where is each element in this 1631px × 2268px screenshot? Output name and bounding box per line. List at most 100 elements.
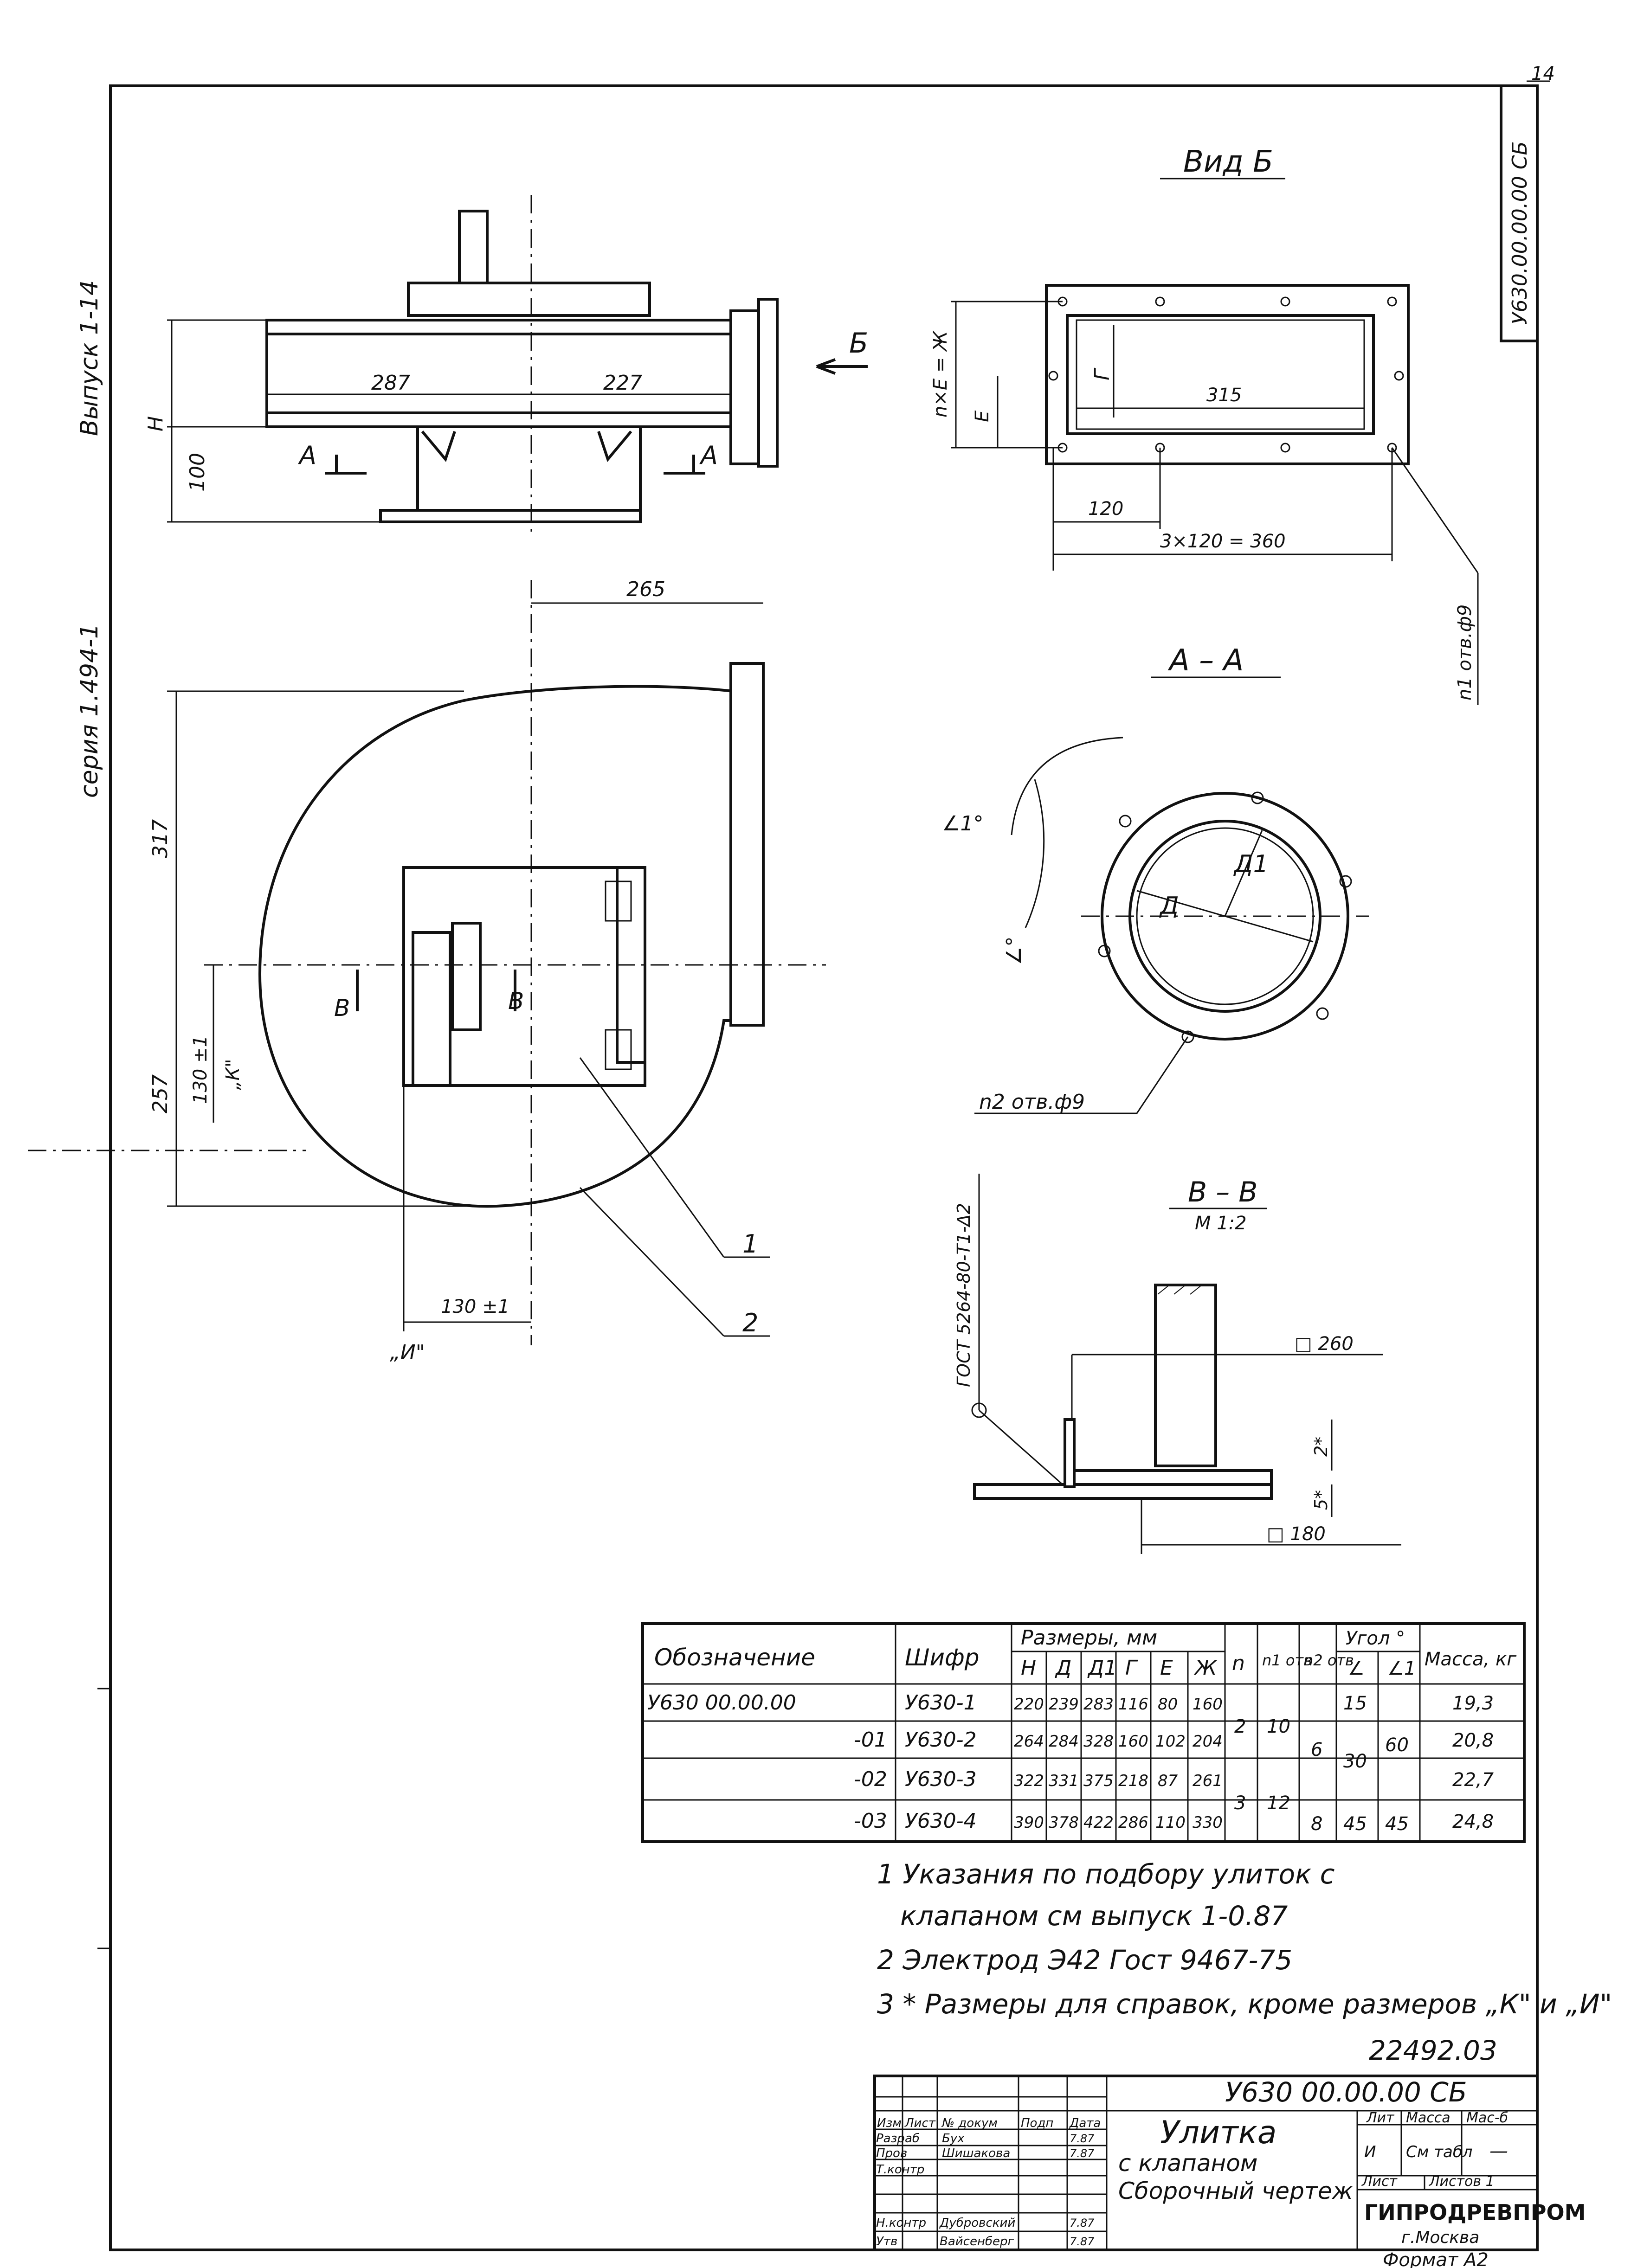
main-view: 265 317 257 130 ±1 „К" 130 ±1 „И" В В 1 …	[28, 578, 826, 1364]
n1-b: 12	[1267, 1793, 1290, 1814]
mass-label: Масса	[1406, 2110, 1450, 2126]
role-list: Лист	[904, 2116, 936, 2130]
dim-100: 100	[186, 453, 209, 492]
dim-227: 227	[603, 371, 642, 395]
svg-text:У630-4: У630-4	[905, 1809, 977, 1833]
svg-text:116: 116	[1118, 1695, 1148, 1714]
th-a: ∠	[1348, 1658, 1365, 1679]
org-name: ГИПРОДРЕВПРОМ	[1364, 2200, 1586, 2225]
svg-text:286: 286	[1118, 1813, 1148, 1832]
doc-number: 22492.03	[1369, 2035, 1497, 2066]
svg-text:87: 87	[1158, 1772, 1178, 1790]
note-3: 3 * Размеры для справок, кроме размеров …	[877, 1988, 1612, 2020]
svg-text:160: 160	[1193, 1695, 1223, 1714]
title-code: У630 00.00.00 СБ	[1225, 2076, 1467, 2108]
svg-text:422: 422	[1083, 1813, 1114, 1832]
dim-317: 317	[148, 819, 172, 858]
weld-gost: ГОСТ 5264-80-Т1-Δ2	[954, 1203, 974, 1387]
svg-text:264: 264	[1014, 1732, 1044, 1751]
th-angle: Угол °	[1346, 1628, 1405, 1649]
title-block: У630 00.00.00 СБ Улитка с клапаном Сборо…	[873, 2075, 1586, 2251]
page-number: 14	[1531, 63, 1555, 84]
holes-n1: n1 отв.ф9	[1454, 604, 1476, 700]
scale-label: Мас-б	[1466, 2110, 1508, 2126]
th-designation: Обозначение	[654, 1644, 815, 1671]
person-date: 7.87	[1070, 2147, 1095, 2160]
person-name: Бух	[942, 2132, 965, 2146]
dim-2: 2*	[1311, 1437, 1331, 1457]
svg-text:160: 160	[1118, 1732, 1148, 1751]
dim-360: 3×120 = 360	[1160, 531, 1286, 552]
section-bb-title: В – В	[1188, 1176, 1257, 1208]
person-date: 7.87	[1070, 2217, 1095, 2229]
angle-2: 30	[1343, 1751, 1367, 1772]
th-a1: ∠1	[1387, 1658, 1416, 1679]
th-n1: n1 отв	[1262, 1651, 1312, 1669]
view-b-title: Вид Б	[1183, 145, 1273, 179]
drawing-frame	[109, 84, 1539, 2251]
holes-n2: n2 отв.ф9	[979, 1090, 1085, 1114]
svg-text:284: 284	[1049, 1732, 1079, 1751]
svg-text:283: 283	[1083, 1695, 1114, 1714]
dim-265: 265	[626, 578, 665, 601]
n1-a: 10	[1267, 1716, 1290, 1737]
svg-text:239: 239	[1049, 1695, 1079, 1714]
th-g: Г	[1125, 1656, 1138, 1680]
scale-value: —	[1489, 2140, 1508, 2162]
svg-text:322: 322	[1014, 1772, 1044, 1790]
angle-alpha1: ∠1°	[942, 812, 983, 835]
person-date: 7.87	[1070, 2132, 1095, 2145]
note-1a: 1 Указания по подбору улиток с	[877, 1858, 1335, 1890]
lit-label: Лит	[1366, 2110, 1395, 2126]
table-row: У630 00.00.00 У630-1 220 239 283 116 80 …	[647, 1691, 1494, 1715]
angle-3: 45	[1343, 1813, 1367, 1835]
variants-table: Обозначение Шифр Размеры, мм Н Д Д1 Г Е …	[641, 1622, 1526, 1843]
svg-text:У630-3: У630-3	[905, 1767, 977, 1791]
dim-e: Е	[972, 410, 993, 422]
svg-text:24,8: 24,8	[1452, 1811, 1494, 1832]
dim-180: □ 180	[1267, 1523, 1326, 1545]
stamp-box	[1500, 84, 1539, 342]
stamp-code: У630.00.00.00 СБ	[1508, 141, 1532, 325]
svg-text:20,8: 20,8	[1452, 1730, 1494, 1751]
table-row: -02 У630-3 322 331 375 218 87 261 22,7	[854, 1767, 1494, 1791]
svg-text:378: 378	[1049, 1813, 1079, 1832]
person-role: Утв	[876, 2235, 897, 2249]
svg-text:80: 80	[1158, 1695, 1178, 1714]
th-sizes: Размеры, мм	[1021, 1626, 1157, 1650]
dim-130-i: 130 ±1	[441, 1296, 509, 1317]
th-code: Шифр	[905, 1644, 979, 1671]
format-label: Формат А2	[1383, 2249, 1489, 2268]
dim-5: 5*	[1311, 1490, 1331, 1510]
cut-a-left: А	[298, 441, 316, 470]
dim-287: 287	[371, 371, 410, 395]
dim-130-k: 130 ±1	[190, 1035, 211, 1104]
th-d: Д	[1055, 1656, 1071, 1680]
svg-text:-02: -02	[854, 1767, 887, 1791]
mass-value: См табл	[1406, 2143, 1473, 2161]
role-doc: № докум	[941, 2116, 998, 2130]
dim-257: 257	[148, 1074, 172, 1113]
svg-text:330: 330	[1193, 1813, 1223, 1832]
svg-text:218: 218	[1118, 1772, 1148, 1790]
person-name: Вайсенберг	[940, 2235, 1014, 2249]
th-mass: Масса, кг	[1425, 1649, 1517, 1670]
role-sign: Подп	[1021, 2116, 1053, 2130]
svg-text:У630 00.00.00: У630 00.00.00	[647, 1691, 796, 1715]
svg-text:-03: -03	[854, 1809, 887, 1833]
series-label: серия 1.494-1	[76, 623, 103, 798]
svg-text:261: 261	[1193, 1772, 1223, 1790]
role-izm: Изм	[877, 2116, 902, 2130]
n2-a: 6	[1311, 1739, 1322, 1760]
cut-b-left: В	[334, 995, 350, 1022]
th-d1: Д1	[1087, 1656, 1117, 1680]
top-view: 287 227 Н 100 А А Б	[144, 195, 868, 533]
sheet-label: Лист	[1361, 2173, 1398, 2190]
note-1b: клапаном см выпуск 1-0.87	[900, 1900, 1288, 1932]
svg-text:204: 204	[1193, 1732, 1223, 1751]
n2-b: 8	[1311, 1813, 1322, 1835]
person-role: Т.контр	[876, 2163, 924, 2177]
svg-text:390: 390	[1014, 1813, 1044, 1832]
position-2: 2	[742, 1308, 758, 1337]
